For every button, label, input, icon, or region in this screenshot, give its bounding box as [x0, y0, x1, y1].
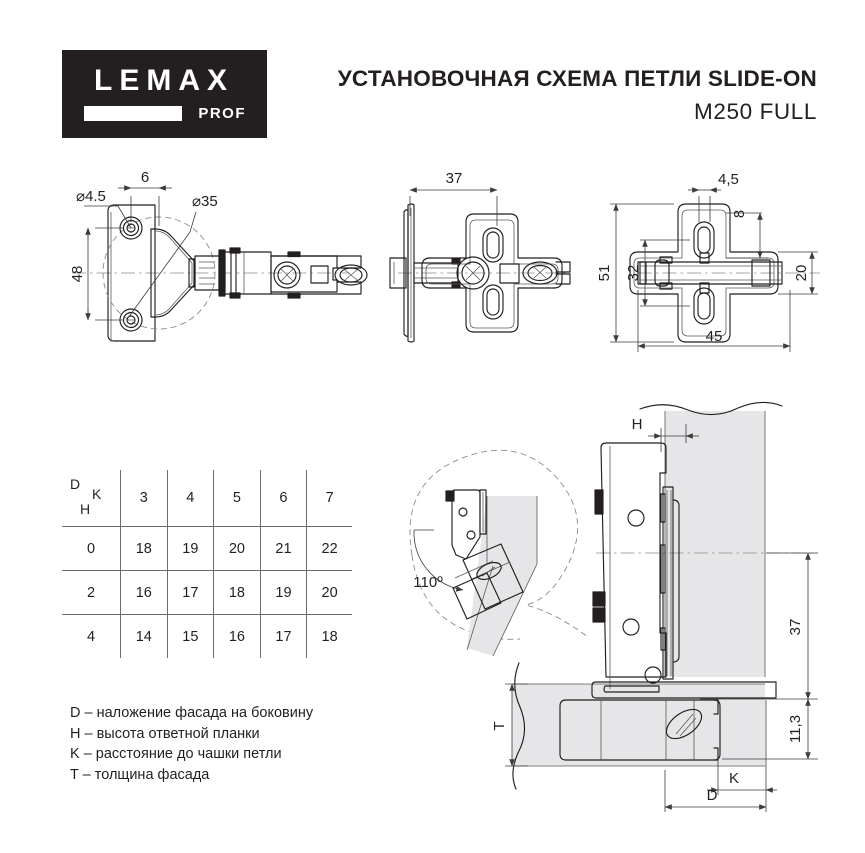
table-cell: 18	[120, 526, 168, 571]
logo-brand-text: LEMAX	[94, 64, 234, 97]
legend-block: D – наложение фасада на боковину H – выс…	[70, 703, 390, 785]
dim-arm-height-37: 37	[787, 619, 804, 636]
lemax-prof-logo: LEMAX PROF	[62, 50, 267, 138]
dim-cup-hole-dia: ⌀4.5	[76, 188, 106, 205]
dim-inner-height: 20	[793, 265, 810, 282]
table-row: 4 14 15 16 17 18	[62, 614, 352, 658]
table-cell: 17	[260, 614, 308, 658]
sheet-header: LEMAX PROF УСТАНОВОЧНАЯ СХЕМА ПЕТЛИ SLID…	[0, 0, 865, 150]
corner-label-k: K	[92, 486, 102, 502]
dim-depth-37: 37	[446, 170, 463, 187]
table-cell: 16	[213, 614, 261, 658]
dim-plate-width: 45	[706, 328, 723, 345]
dim-thickness-t: T	[491, 721, 508, 730]
table-cell: 19	[167, 526, 215, 571]
corner-label-d: D	[70, 476, 81, 492]
dim-overlay-d: D	[707, 787, 718, 804]
table-cell: 18	[213, 570, 261, 615]
page-title: УСТАНОВОЧНАЯ СХЕМА ПЕТЛИ SLIDE-ON	[337, 66, 817, 91]
col-header: 7	[306, 470, 352, 527]
dim-cup-dia: ⌀35	[192, 193, 218, 210]
spec-table-wrapper: D K H 3 4 5 6 7 0 18 19 20 21	[62, 470, 352, 658]
col-header: 4	[167, 470, 215, 527]
table-cell: 18	[321, 628, 338, 645]
dim-plate-height-113: 11,3	[787, 715, 804, 743]
dim-edge-distance: 6	[141, 169, 149, 186]
table-row: 0 18 19 20 21 22	[62, 526, 352, 571]
dim-hole-spacing: 48	[69, 266, 86, 283]
col-header: 3	[120, 470, 168, 527]
row-header: 2	[62, 570, 121, 615]
installation-section-view: 110º H 37 11,3 T	[409, 401, 818, 812]
table-header-row: D K H 3 4 5 6 7	[62, 470, 352, 527]
table-cell: 14	[120, 614, 168, 658]
table-row: 2 16 17 18 19 20	[62, 570, 352, 615]
page-model: M250 FULL	[694, 99, 817, 124]
logo-sub-text: PROF	[198, 105, 246, 122]
logo-bar	[84, 106, 182, 121]
table-corner-cell: D K H	[62, 470, 121, 527]
spec-table: D K H 3 4 5 6 7 0 18 19 20 21	[62, 470, 352, 658]
dim-cup-distance-k: K	[729, 770, 739, 787]
hinge-side-view: 6 ⌀4.5 ⌀35 48	[69, 169, 368, 342]
dim-opening-angle: 110º	[413, 574, 443, 591]
legend-item-k: K – расстояние до чашки петли	[70, 746, 282, 762]
hinge-front-view: 37	[389, 170, 571, 343]
table-cell: 20	[306, 570, 352, 615]
row-header: 4	[62, 614, 121, 658]
corner-label-h: H	[80, 501, 91, 517]
col-header: 6	[260, 470, 308, 527]
dim-hole-spacing-32: 32	[625, 265, 642, 282]
legend-item-h: H – высота ответной планки	[70, 725, 260, 742]
dim-gap-h: H	[632, 416, 643, 433]
detail-110-degree: 110º	[409, 449, 589, 657]
table-cell: 19	[260, 570, 308, 615]
legend-item-t: T – толщина фасада	[70, 766, 210, 783]
dim-slot-width: 4,5	[718, 171, 739, 188]
table-cell: 21	[260, 526, 308, 571]
mounting-plate-view: 4,5 8 51 32 20 45	[596, 171, 820, 352]
table-cell: 20	[213, 526, 261, 571]
row-header: 0	[62, 526, 121, 571]
table-cell: 22	[306, 526, 352, 571]
legend-item-d: D – наложение фасада на боковину	[70, 705, 314, 721]
dim-plate-height: 51	[596, 265, 613, 282]
table-cell: 17	[167, 570, 215, 615]
table-cell: 15	[167, 614, 215, 658]
col-header: 5	[213, 470, 261, 527]
table-cell: 16	[120, 570, 168, 615]
dim-slot-offset: 8	[731, 210, 748, 218]
